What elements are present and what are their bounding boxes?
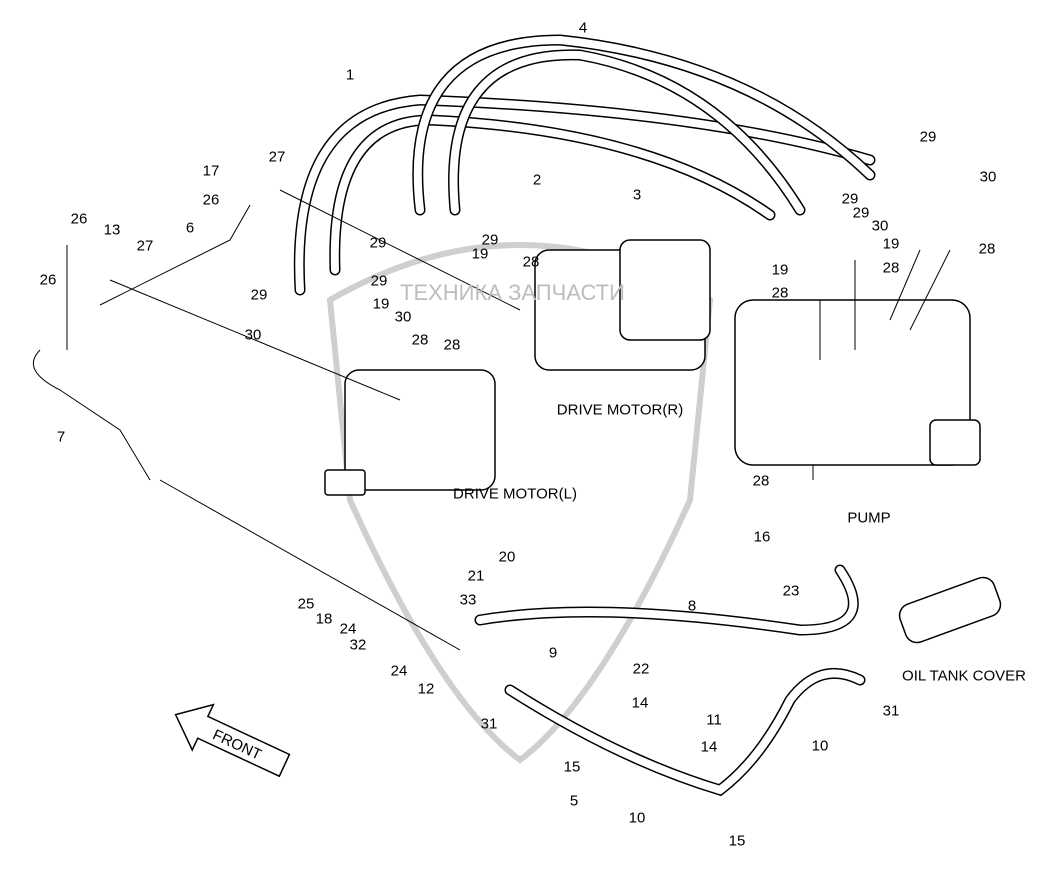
callout-13: 13: [103, 221, 121, 239]
oil-tank-cover: [898, 576, 1002, 644]
front-arrow: [174, 703, 291, 778]
hose-8: [474, 564, 859, 636]
callout-29: 29: [250, 286, 268, 304]
callout-19: 19: [771, 261, 789, 279]
callout-23: 23: [782, 582, 800, 600]
callout-22: 22: [632, 660, 650, 678]
callout-28: 28: [522, 253, 540, 271]
callout-6: 6: [185, 219, 195, 237]
callout-29: 29: [481, 231, 499, 249]
callout-19: 19: [372, 295, 390, 313]
callout-18: 18: [315, 610, 333, 628]
callout-26: 26: [70, 210, 88, 228]
callout-7: 7: [56, 428, 66, 446]
drive-motor-r-caption: DRIVE MOTOR(R): [556, 401, 684, 419]
callout-29: 29: [841, 190, 859, 208]
callout-30: 30: [871, 217, 889, 235]
callout-3: 3: [632, 186, 642, 204]
watermark-shield: [326, 242, 714, 764]
callout-28: 28: [411, 331, 429, 349]
callout-26: 26: [39, 271, 57, 289]
callout-29: 29: [370, 272, 388, 290]
callout-29: 29: [919, 128, 937, 146]
callout-20: 20: [498, 548, 516, 566]
callout-19: 19: [882, 235, 900, 253]
callout-4: 4: [578, 19, 588, 37]
callout-15: 15: [728, 832, 746, 850]
drive-motor-right: [534, 239, 711, 371]
callout-10: 10: [628, 809, 646, 827]
callout-10: 10: [811, 737, 829, 755]
callout-17: 17: [202, 162, 220, 180]
callout-28: 28: [771, 284, 789, 302]
leader-lines: [66, 189, 951, 651]
callout-28: 28: [882, 259, 900, 277]
callout-21: 21: [467, 567, 485, 585]
callout-33: 33: [459, 591, 477, 609]
callout-12: 12: [417, 680, 435, 698]
callout-28: 28: [443, 336, 461, 354]
callout-1: 1: [345, 66, 355, 84]
callout-9: 9: [548, 644, 558, 662]
pump: [734, 299, 981, 466]
callout-8: 8: [687, 597, 697, 615]
callout-14: 14: [700, 738, 718, 756]
callout-28: 28: [752, 472, 770, 490]
callout-29: 29: [852, 204, 870, 222]
drive-motor-l-caption: DRIVE MOTOR(L): [453, 485, 577, 503]
callout-31: 31: [882, 702, 900, 720]
callout-30: 30: [394, 308, 412, 326]
callout-29: 29: [369, 234, 387, 252]
callout-28: 28: [978, 240, 996, 258]
pump-caption: PUMP: [847, 509, 891, 527]
hose-group: [293, 34, 876, 296]
callout-2: 2: [532, 171, 542, 189]
callout-24: 24: [390, 662, 408, 680]
callout-25: 25: [297, 595, 315, 613]
callout-27: 27: [268, 148, 286, 166]
callout-26: 26: [202, 191, 220, 209]
callout-16: 16: [753, 528, 771, 546]
callout-31: 31: [480, 715, 498, 733]
callout-5: 5: [569, 792, 579, 810]
watermark-text: ТЕХНИКА ЗАПЧАСТИ: [400, 280, 625, 305]
drive-motor-left: [324, 369, 496, 496]
callout-30: 30: [244, 326, 262, 344]
callout-15: 15: [563, 758, 581, 776]
callout-30: 30: [979, 168, 997, 186]
tube-6: [99, 204, 251, 306]
watermark-logo: ТЕХНИКА ЗАПЧАСТИ: [400, 280, 625, 305]
tube-7: [32, 349, 151, 481]
callout-19: 19: [471, 245, 489, 263]
callout-14: 14: [631, 694, 649, 712]
hose-9-10: [504, 667, 866, 797]
oil-tank-cover-caption: OIL TANK COVER: [902, 667, 1026, 685]
callout-24: 24: [339, 620, 357, 638]
callout-32: 32: [349, 636, 367, 654]
callout-11: 11: [706, 711, 722, 729]
callout-27: 27: [136, 237, 154, 255]
